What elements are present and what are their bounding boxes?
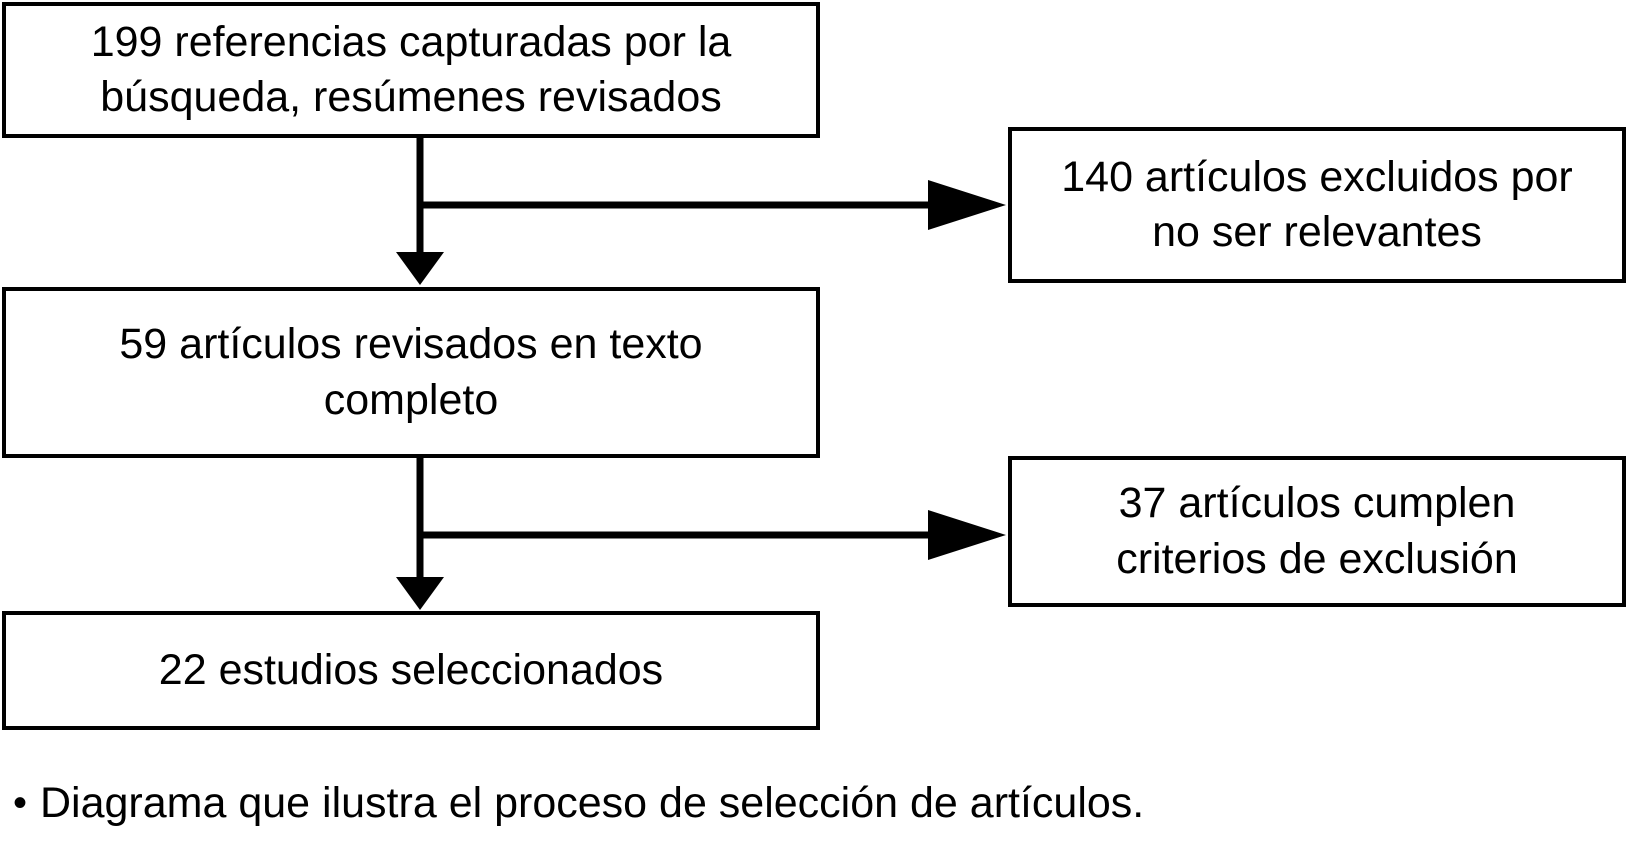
node-articles-meet-exclusion-criteria: 37 artículos cumplen criterios de exclus…	[1008, 456, 1626, 607]
node-references-captured: 199 referencias capturadas por la búsque…	[2, 2, 820, 138]
edge-captured-to-fulltext	[396, 138, 444, 285]
caption-text: Diagrama que ilustra el proceso de selec…	[40, 779, 1145, 827]
node-articles-excluded-label: 140 artículos excluidos por no ser relev…	[1061, 152, 1573, 256]
node-references-captured-label: 199 referencias capturadas por la búsque…	[90, 17, 732, 121]
node-articles-meet-exclusion-criteria-label: 37 artículos cumplen criterios de exclus…	[1116, 479, 1518, 583]
bullet-icon: •	[12, 781, 27, 825]
node-articles-fulltext-reviewed-label: 59 artículos revisados en texto completo	[119, 320, 703, 424]
edge-fulltext-to-criteria	[420, 510, 1006, 560]
node-studies-selected: 22 estudios seleccionados	[2, 611, 820, 730]
edge-fulltext-to-selected	[396, 458, 444, 610]
caption: • Diagrama que ilustra el proceso de sel…	[0, 778, 1628, 828]
node-articles-excluded: 140 artículos excluidos por no ser relev…	[1008, 127, 1626, 283]
node-articles-fulltext-reviewed: 59 artículos revisados en texto completo	[2, 287, 820, 458]
edge-captured-to-excluded	[420, 180, 1006, 230]
node-studies-selected-label: 22 estudios seleccionados	[158, 645, 664, 694]
